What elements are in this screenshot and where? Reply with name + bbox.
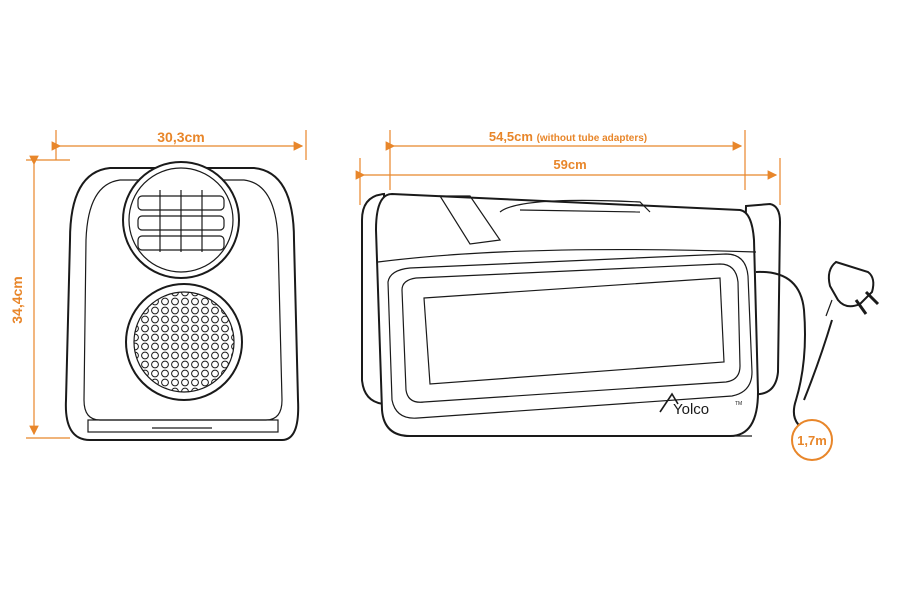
front-height-label: 34,4cm <box>9 276 25 323</box>
side-outer-width-label: 59cm <box>553 157 586 172</box>
side-inner-width-label: 54,5cm <box>489 129 533 144</box>
side-inner-width-dimension: 54,5cm (without tube adapters) <box>385 129 746 190</box>
cable-length-badge: 1,7m <box>791 419 833 461</box>
logo-text: Yolco <box>673 401 709 418</box>
intake-louvers <box>137 190 225 252</box>
side-outer-width-dimension: 59cm <box>355 157 781 205</box>
hex-grille <box>134 292 234 392</box>
svg-text:54,5cm (without tube ada: 54,5cm (without tube adapters) <box>489 129 647 144</box>
front-width-dimension: 30,3cm <box>51 129 307 160</box>
logo-trademark: TM <box>735 401 742 407</box>
front-width-label: 30,3cm <box>157 129 204 145</box>
brand-logo: Yolco TM <box>659 392 742 418</box>
cable-length-label: 1,7m <box>797 433 827 448</box>
front-height-dimension: 34,4cm <box>9 155 70 439</box>
logo-mark-icon <box>659 392 679 413</box>
side-view-device: Yolco TM <box>361 192 782 437</box>
front-view-device <box>64 161 300 441</box>
power-cable <box>755 260 880 433</box>
power-plug-icon <box>825 260 880 317</box>
side-inner-width-note: (without tube adapters) <box>537 133 648 144</box>
